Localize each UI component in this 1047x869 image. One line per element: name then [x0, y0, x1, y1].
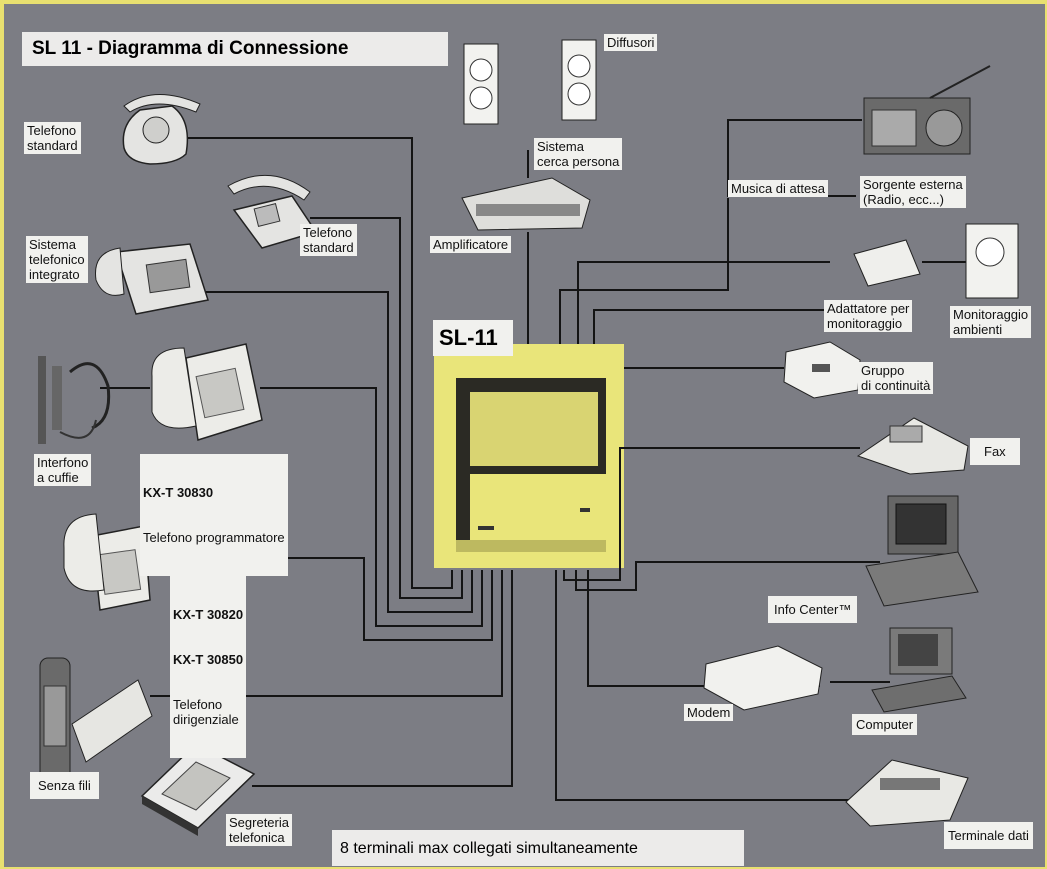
label-amplificatore: Amplificatore: [430, 236, 512, 253]
ups-box: [783, 341, 861, 399]
cordless-phone: [39, 657, 153, 791]
label-gruppo: Gruppo di continuità: [858, 362, 934, 394]
label-interfono: Interfono a cuffie: [34, 454, 92, 486]
footer-note: 8 terminali max collegati simultaneament…: [340, 840, 638, 857]
label-kxt30820-model: KX-T 30820: [173, 607, 244, 622]
label-kxt30830-desc: Telefono programmatore: [143, 530, 285, 545]
info-center-terminal: [865, 495, 979, 607]
label-monitoraggio: Monitoraggio ambienti: [950, 306, 1032, 338]
label-modem: Modem: [684, 704, 734, 721]
answering-machine: [140, 743, 256, 836]
label-telefono-standard-1: Telefono standard: [24, 122, 81, 154]
fax-machine: [856, 417, 969, 475]
label-cerca-persona: Sistema cerca persona: [534, 138, 623, 170]
data-terminal-printer: [845, 759, 969, 827]
label-sorgente-esterna: Sorgente esterna (Radio, ecc...): [860, 176, 966, 208]
monitoring-adapter: [853, 239, 921, 287]
radio: [863, 65, 991, 155]
hub-label: SL-11: [439, 325, 498, 350]
label-adattatore: Adattatore per monitoraggio: [824, 300, 913, 332]
diagram-title-box: SL 11 - Diagramma di Connessione: [22, 32, 448, 66]
label-kxt30830-block: KX-T 30830 Telefono programmatore: [140, 454, 288, 576]
label-computer: Computer: [852, 714, 918, 735]
footer-box: 8 terminali max collegati simultaneament…: [332, 830, 744, 866]
modem-box: [703, 645, 823, 711]
label-kxt-executive-block: KX-T 30820 KX-T 30850 Telefono dirigenzi…: [170, 576, 247, 758]
label-kxt30850-model: KX-T 30850: [173, 652, 244, 667]
push-button-phone: [227, 174, 318, 249]
amplifier: [461, 177, 591, 231]
executive-phone: [63, 513, 151, 611]
computer: [871, 627, 967, 713]
label-kxt-executive-desc: Telefono dirigenziale: [173, 697, 239, 727]
programmer-phone: [151, 343, 263, 441]
connection-wires: [100, 119, 966, 801]
label-fax: Fax: [970, 438, 1020, 465]
label-diffusori: Diffusori: [604, 34, 658, 51]
label-senza-fili: Senza fili: [30, 772, 99, 799]
label-kxt30830-model: KX-T 30830: [143, 485, 214, 500]
label-telefono-standard-2: Telefono standard: [300, 224, 357, 256]
sl11-central-unit: [434, 344, 624, 568]
room-monitor: [965, 223, 1019, 299]
diagram-title: SL 11 - Diagramma di Connessione: [32, 38, 349, 59]
label-segreteria: Segreteria telefonica: [226, 814, 292, 846]
hub-label-box: SL-11: [433, 320, 513, 356]
label-terminale-dati: Terminale dati: [944, 822, 1033, 849]
speakers: [463, 39, 597, 125]
headset-intercom: [38, 356, 111, 444]
label-sistema-integrato: Sistema telefonico integrato: [26, 236, 88, 283]
rotary-phone: [122, 94, 201, 165]
label-info-center: Info Center™: [768, 596, 858, 623]
integrated-phone-system: [95, 243, 209, 315]
label-musica-attesa: Musica di attesa: [728, 180, 828, 197]
